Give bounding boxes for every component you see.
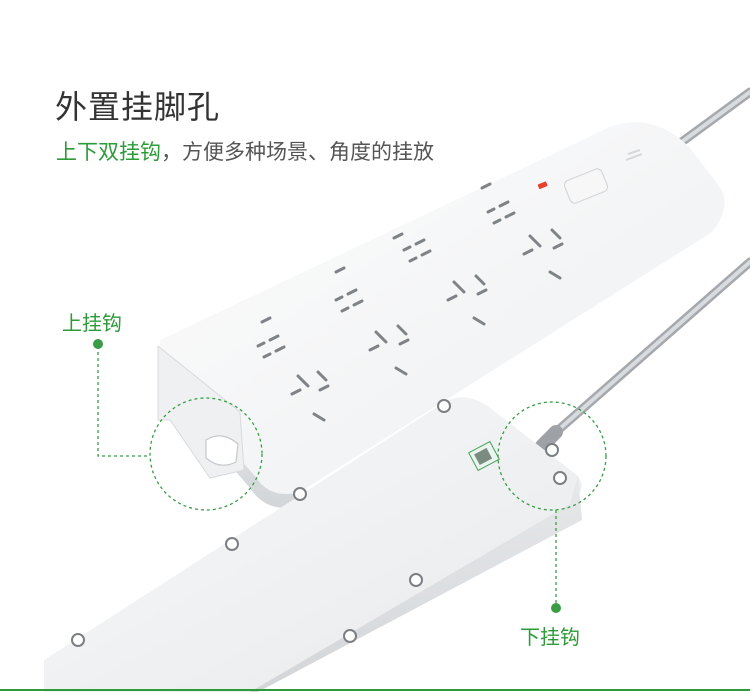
socket-three-pin-1: [290, 370, 330, 422]
bottom-hook-label: 下挂钩: [520, 625, 580, 649]
socket-three-pin-4: [522, 228, 564, 280]
top-hook-label: 上挂钩: [62, 311, 122, 335]
lower-power-strip: [44, 397, 582, 692]
screw-hole: [71, 633, 85, 647]
screw-hole: [409, 573, 423, 587]
callout-dot-top: [93, 339, 103, 349]
subtitle-highlight: 上下双挂钩: [56, 140, 161, 164]
page-title: 外置挂脚孔: [55, 88, 221, 126]
screw-hole: [437, 399, 451, 413]
socket-two-pin-3: [392, 232, 432, 263]
subtitle-rest: ，方便多种场景、角度的挂放: [161, 140, 434, 164]
socket-grid: [256, 182, 564, 422]
callout-bottom-hook: [497, 401, 607, 613]
socket-three-pin-2: [368, 324, 410, 376]
socket-two-pin-4: [480, 182, 516, 225]
screw-hole: [545, 443, 559, 457]
socket-three-pin-3: [446, 274, 488, 326]
screw-hole: [343, 629, 357, 643]
screw-hole: [553, 471, 567, 485]
screw-hole: [293, 487, 307, 501]
socket-two-pin-2: [334, 266, 364, 313]
callout-top-hook: [93, 339, 263, 511]
screw-hole: [225, 537, 239, 551]
page-subtitle: 上下双挂钩，方便多种场景、角度的挂放: [56, 136, 434, 166]
callout-dot-bottom: [551, 603, 561, 613]
upper-power-strip: [157, 122, 725, 508]
socket-two-pin-1: [256, 316, 286, 359]
